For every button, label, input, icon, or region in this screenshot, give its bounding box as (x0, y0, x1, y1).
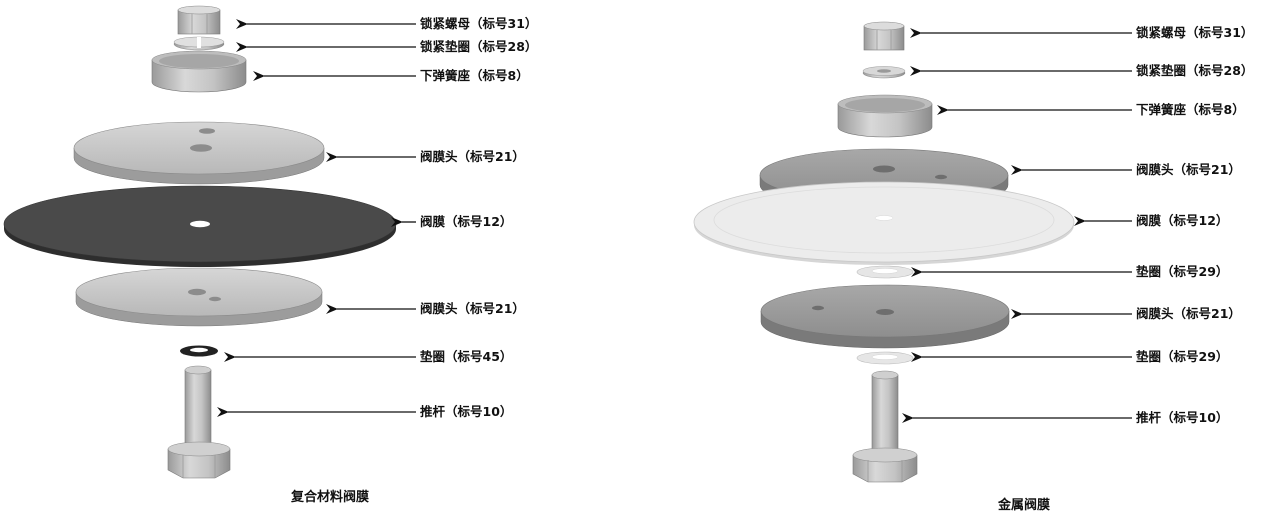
left-label-diaphragm-head-upper: 阀膜头（标号21） (420, 149, 525, 164)
right-label-gasket-upper: 垫圈（标号29） (1136, 264, 1228, 279)
right-assembly (693, 21, 1075, 483)
right-label-gasket-lower: 垫圈（标号29） (1136, 349, 1228, 364)
right-metal-diaphragm (693, 181, 1075, 265)
left-label-diaphragm-head-lower: 阀膜头（标号21） (420, 301, 525, 316)
left-label-spring-seat: 下弹簧座（标号8） (420, 68, 529, 83)
left-gasket (180, 345, 218, 357)
right-label-diaphragm: 阀膜（标号12） (1136, 213, 1228, 228)
right-label-diaphragm-head-upper: 阀膜头（标号21） (1136, 162, 1241, 177)
right-push-rod (852, 370, 918, 483)
right-gasket-upper (856, 265, 914, 279)
left-label-lock-nut: 锁紧螺母（标号31） (420, 16, 537, 31)
left-label-lock-washer: 锁紧垫圈（标号28） (420, 39, 537, 54)
right-label-lock-washer: 锁紧垫圈（标号28） (1136, 63, 1253, 78)
left-caption: 复合材料阀膜 (290, 489, 369, 505)
left-assembly (3, 5, 397, 479)
right-label-diaphragm-head-lower: 阀膜头（标号21） (1136, 306, 1241, 321)
left-spring-seat (151, 50, 247, 93)
right-label-push-rod: 推杆（标号10） (1136, 410, 1228, 425)
left-labels: 锁紧螺母（标号31） 锁紧垫圈（标号28） 下弹簧座（标号8） 阀膜头（标号21… (420, 16, 537, 419)
left-lock-nut (177, 5, 221, 35)
right-diaphragm-head-lower (760, 284, 1010, 349)
left-rubber-diaphragm (3, 185, 397, 267)
right-lock-nut (863, 21, 905, 51)
right-gasket-lower (856, 351, 914, 365)
left-diaphragm-head-lower (75, 267, 323, 327)
left-push-rod (167, 365, 231, 479)
left-label-gasket: 垫圈（标号45） (420, 349, 512, 364)
right-spring-seat (837, 94, 933, 138)
right-lock-washer (862, 66, 906, 79)
left-diaphragm-head-upper (73, 121, 325, 185)
right-caption: 金属阀膜 (997, 497, 1050, 512)
left-label-diaphragm: 阀膜（标号12） (420, 214, 512, 229)
left-lock-washer (173, 36, 225, 51)
left-label-push-rod: 推杆（标号10） (420, 404, 512, 419)
right-label-spring-seat: 下弹簧座（标号8） (1136, 102, 1245, 117)
right-labels: 锁紧螺母（标号31） 锁紧垫圈（标号28） 下弹簧座（标号8） 阀膜头（标号21… (1136, 25, 1253, 425)
right-label-lock-nut: 锁紧螺母（标号31） (1136, 25, 1253, 40)
left-arrows (217, 19, 416, 417)
right-arrows (902, 28, 1132, 423)
